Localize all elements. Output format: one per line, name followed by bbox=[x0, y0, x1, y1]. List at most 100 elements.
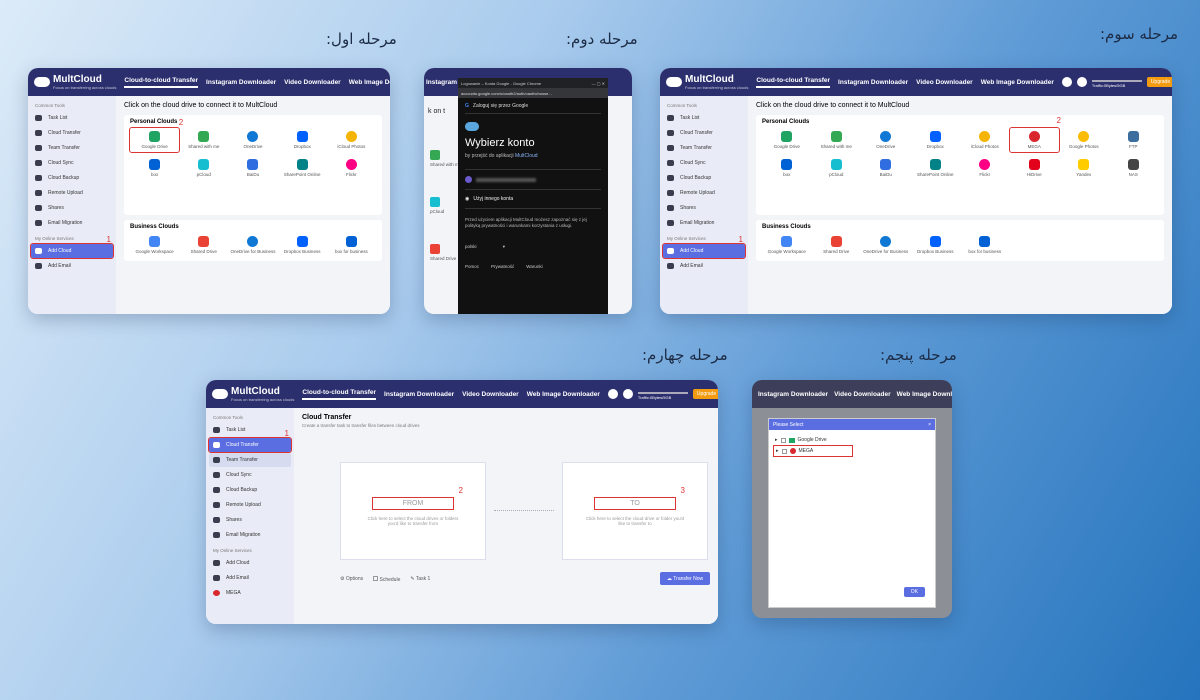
cloud-flickr[interactable]: Flickr bbox=[960, 156, 1010, 180]
sidebar-item-mega[interactable]: MEGA bbox=[209, 586, 291, 600]
cloud-google-drive[interactable]: Google Drive bbox=[762, 128, 812, 152]
cloud-ftp[interactable]: FTP bbox=[1109, 128, 1159, 152]
sidebar-item-cloud-sync[interactable]: Cloud Sync bbox=[663, 156, 745, 170]
tree-item-google-drive[interactable]: ▸Google Drive bbox=[775, 437, 827, 443]
privacy-link[interactable]: Prywatność bbox=[491, 263, 515, 269]
cloud-shared-drive[interactable]: Shared Drive bbox=[812, 233, 862, 257]
cloud-onedrive-business[interactable]: OneDrive for Business bbox=[861, 233, 911, 257]
sidebar-item-remote-upload[interactable]: Remote Upload bbox=[209, 498, 291, 512]
cloud-box[interactable]: box bbox=[762, 156, 812, 180]
nav-cloud-transfer[interactable]: Cloud-to-cloud Transfer bbox=[756, 77, 831, 88]
sidebar-item-shares[interactable]: Shares bbox=[209, 513, 291, 527]
sidebar-item-team-transfer[interactable]: Team Transfer bbox=[663, 141, 745, 155]
cloud-icloud-photos[interactable]: iCloud Photos bbox=[327, 128, 376, 152]
upgrade-button[interactable]: Upgrade bbox=[1146, 77, 1172, 87]
user-icon[interactable] bbox=[1076, 77, 1087, 87]
cloud-dropbox[interactable]: Dropbox bbox=[911, 128, 961, 152]
nav-instagram[interactable]: Instagram Downloader bbox=[206, 78, 277, 86]
nav-video[interactable]: Video Downloader bbox=[462, 390, 519, 398]
sidebar-item-add-email[interactable]: Add Email bbox=[663, 259, 745, 273]
nav-instagram[interactable]: Instagram Downloader bbox=[758, 390, 829, 398]
nav-web-image[interactable]: Web Image Downloader bbox=[526, 390, 600, 398]
cloud-hidrive[interactable]: HiDrive bbox=[1010, 156, 1060, 180]
checkbox[interactable] bbox=[781, 448, 787, 454]
sidebar-item-task-list[interactable]: Task List bbox=[663, 111, 745, 125]
cloud-shared-with-me[interactable]: Shared with me bbox=[179, 128, 228, 152]
account-item[interactable] bbox=[465, 169, 601, 190]
cloud-pcloud[interactable]: pCloud bbox=[179, 156, 228, 180]
sidebar-item-email-migration[interactable]: Email Migration bbox=[31, 216, 113, 230]
schedule-checkbox[interactable]: Schedule bbox=[373, 576, 400, 583]
nav-instagram[interactable]: Instagram Downloader bbox=[838, 78, 909, 86]
cloud-yandex[interactable]: Yandex bbox=[1059, 156, 1109, 180]
upgrade-button[interactable]: Upgrade bbox=[692, 389, 718, 399]
cloud-shared-drive[interactable]: Shared Drive bbox=[430, 244, 461, 261]
url-bar[interactable]: accounts.google.com/o/oauth2/auth/oauthc… bbox=[458, 88, 608, 98]
nav-cloud-transfer[interactable]: Cloud-to-cloud Transfer bbox=[124, 77, 199, 88]
rocket-icon[interactable] bbox=[1061, 77, 1072, 87]
cloud-google-photos[interactable]: Google Photos bbox=[1059, 128, 1109, 152]
cloud-shared-with-me[interactable]: Shared with me bbox=[812, 128, 862, 152]
cloud-shared-with-me[interactable]: Shared with me bbox=[430, 150, 461, 167]
cloud-flickr[interactable]: Flickr bbox=[327, 156, 376, 180]
sidebar-item-remote-upload[interactable]: Remote Upload bbox=[31, 186, 113, 200]
options-button[interactable]: ⚙ Options bbox=[340, 576, 364, 582]
sidebar-item-remote-upload[interactable]: Remote Upload bbox=[663, 186, 745, 200]
sidebar-item-shares[interactable]: Shares bbox=[663, 201, 745, 215]
cloud-box[interactable]: box bbox=[130, 156, 179, 180]
cloud-box-business[interactable]: box for business bbox=[327, 233, 376, 257]
sidebar-item-add-email[interactable]: Add Email bbox=[31, 259, 113, 273]
cloud-onedrive[interactable]: OneDrive bbox=[861, 128, 911, 152]
cloud-pcloud[interactable]: pCloud bbox=[430, 197, 461, 214]
sidebar-item-add-cloud[interactable]: Add Cloud bbox=[209, 556, 291, 570]
cloud-box-business[interactable]: box for business bbox=[960, 233, 1010, 257]
sidebar-item-cloud-transfer[interactable]: Cloud Transfer bbox=[663, 126, 745, 140]
nav-web-image[interactable]: Web Image Downloader bbox=[980, 78, 1054, 86]
rocket-icon[interactable] bbox=[607, 389, 618, 399]
cloud-onedrive[interactable]: OneDrive bbox=[228, 128, 277, 152]
nav-instagram[interactable]: Instagram Downloader bbox=[384, 390, 455, 398]
tree-item-mega[interactable]: ▸MEGA bbox=[773, 445, 853, 457]
cloud-sharepoint[interactable]: SharePoint Online bbox=[278, 156, 327, 180]
cloud-baidu[interactable]: BaiDu bbox=[861, 156, 911, 180]
nav-video[interactable]: Video Downloader bbox=[284, 78, 341, 86]
cloud-shared-drive[interactable]: Shared Drive bbox=[179, 233, 228, 257]
checkbox[interactable] bbox=[780, 437, 786, 443]
nav-web-image[interactable]: Web Image Downloader bbox=[348, 78, 390, 86]
sidebar-item-cloud-transfer[interactable]: Cloud Transfer bbox=[31, 126, 113, 140]
cloud-nas[interactable]: NAS bbox=[1109, 156, 1159, 180]
language-select[interactable]: polski▾ bbox=[465, 243, 505, 249]
cloud-google-workspace[interactable]: Google Workspace bbox=[130, 233, 179, 257]
sidebar-item-task-list[interactable]: Task List bbox=[31, 111, 113, 125]
cloud-sharepoint[interactable]: SharePoint Online bbox=[911, 156, 961, 180]
sidebar-item-task-list[interactable]: Task List bbox=[209, 423, 291, 437]
cloud-onedrive-business[interactable]: OneDrive for Business bbox=[228, 233, 277, 257]
nav-video[interactable]: Video Downloader bbox=[916, 78, 973, 86]
cloud-dropbox-business[interactable]: Dropbox Business bbox=[278, 233, 327, 257]
sidebar-item-cloud-backup[interactable]: Cloud Backup bbox=[31, 171, 113, 185]
user-icon[interactable] bbox=[622, 389, 633, 399]
cloud-pcloud[interactable]: pCloud bbox=[812, 156, 862, 180]
sidebar-item-team-transfer[interactable]: Team Transfer bbox=[31, 141, 113, 155]
transfer-now-button[interactable]: ☁ Transfer Now bbox=[660, 572, 710, 585]
cloud-google-workspace[interactable]: Google Workspace bbox=[762, 233, 812, 257]
terms-link[interactable]: Warunki bbox=[526, 263, 543, 269]
close-icon[interactable]: × bbox=[928, 421, 931, 428]
nav-web-image[interactable]: Web Image Downloader bbox=[896, 390, 952, 398]
sidebar-item-email-migration[interactable]: Email Migration bbox=[663, 216, 745, 230]
cloud-icloud-photos[interactable]: iCloud Photos bbox=[960, 128, 1010, 152]
sidebar-item-shares[interactable]: Shares bbox=[31, 201, 113, 215]
task-name[interactable]: ✎ Task 1 bbox=[410, 576, 431, 582]
sidebar-item-team-transfer[interactable]: Team Transfer bbox=[209, 453, 291, 467]
expand-icon[interactable]: ▸ bbox=[775, 437, 778, 443]
sidebar-item-email-migration[interactable]: Email Migration bbox=[209, 528, 291, 542]
sidebar-item-cloud-sync[interactable]: Cloud Sync bbox=[209, 468, 291, 482]
